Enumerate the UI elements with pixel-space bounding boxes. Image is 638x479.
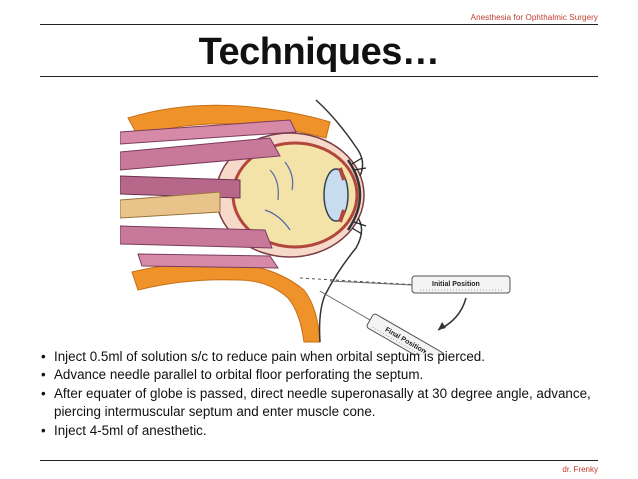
arrow-head [438,322,446,330]
syringe-final: Final Position [319,290,445,355]
bullet-item: Advance needle parallel to orbital floor… [40,366,605,385]
eyelid-upper [315,99,364,177]
bottom-rule [40,460,598,461]
levator-muscle [120,119,297,145]
label-initial-position: Initial Position [432,281,480,288]
lens [323,168,349,222]
bullet-item: After equater of globe is passed, direct… [40,385,605,422]
eyelashes [351,157,367,235]
retina-vessels [264,161,294,231]
inferior-oblique-muscle [137,253,279,269]
footer-author: dr. Frenky [562,465,598,474]
inferior-rectus-muscle [120,225,273,249]
header-label: Anesthesia for Ophthalmic Surgery [470,13,598,22]
optic-nerve [120,191,221,219]
orbit-floor [131,261,321,343]
superior-rectus-muscle [120,137,281,171]
syringe-initial: Initial Position [329,275,511,294]
top-rule [40,24,598,25]
title-rule [40,76,598,77]
iris [338,167,346,223]
eyelid-lower [318,217,363,343]
cornea [346,159,362,231]
orbit-roof [127,104,331,139]
eye-injection-diagram: Initial Position Final Position [120,99,511,355]
technique-bullet-list: Inject 0.5ml of solution s/c to reduce p… [40,348,605,440]
bullet-item: Inject 4-5ml of anesthetic. [40,422,605,441]
needle-trajectory [299,277,421,286]
bullet-item: Inject 0.5ml of solution s/c to reduce p… [40,348,605,367]
slide-title: Techniques… [198,31,440,73]
